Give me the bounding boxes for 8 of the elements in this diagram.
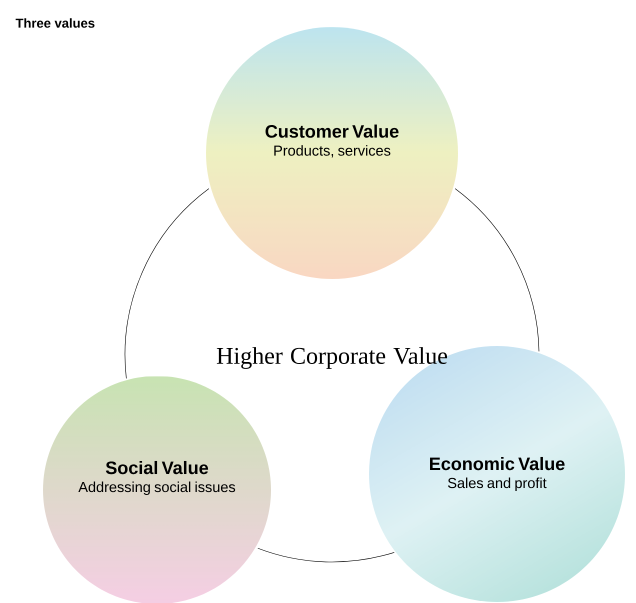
circle-heading: Economic Value	[430, 456, 565, 470]
circle-text: Products, services	[274, 145, 390, 158]
circle-text: Addressing social issues	[78, 482, 236, 496]
circle-heading: Social Value	[106, 460, 208, 474]
circle-heading: Customer Value	[266, 124, 399, 138]
circle-text: Sales and profit	[448, 478, 547, 492]
title: Three values	[16, 18, 94, 28]
center-label: Higher Corporate Value	[216, 347, 448, 369]
